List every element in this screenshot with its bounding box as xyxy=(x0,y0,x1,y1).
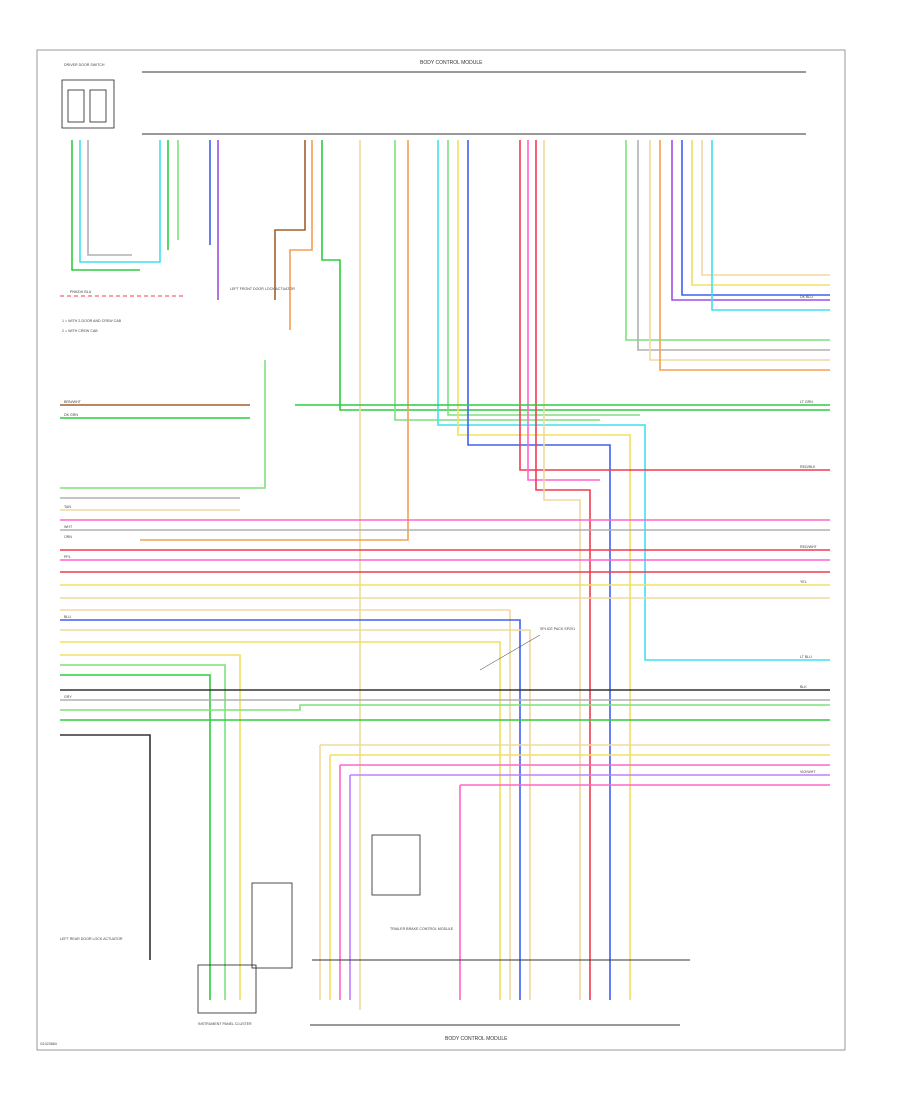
top-vertical-wires xyxy=(71,140,830,1010)
left-bottom-box xyxy=(197,964,257,1014)
wire-label-lt-blue: LT BLU xyxy=(800,655,812,659)
left-label-brown-white: BRN/WHT xyxy=(64,400,82,404)
wire-label-yellow: YEL xyxy=(800,580,807,584)
left-label-blue: BLU xyxy=(64,615,71,619)
left-label-white: WHT xyxy=(64,525,73,529)
wire-label-violet-white: VIO/WHT xyxy=(800,770,816,774)
left-label-tan: TAN xyxy=(64,505,71,509)
left-bottom-small-box xyxy=(251,882,293,969)
left-label-gray: GRY xyxy=(64,695,72,699)
wire-label-red-white: RED/WHT xyxy=(800,545,818,549)
switch-element-2 xyxy=(89,89,107,123)
left-label-dk-green: DK GRN xyxy=(64,413,78,417)
left-bottom-actuator-label: LEFT REAR DOOR LOCK ACTUATOR xyxy=(60,937,123,941)
bottom-module-title: BODY CONTROL MODULE xyxy=(445,1036,508,1042)
figure-id: G1023884 xyxy=(40,1042,57,1046)
left-label-purple: PPL xyxy=(64,555,71,559)
left-label-orange: ORN xyxy=(64,535,72,539)
legend-dashed-label: PNK/DK BLU xyxy=(70,290,92,294)
wire-label-lt-green: LT GRN xyxy=(800,400,813,404)
switch-element-1 xyxy=(67,89,85,123)
diagram-frame xyxy=(36,49,846,1051)
splice-leader xyxy=(479,634,541,671)
center-switch-box xyxy=(371,834,421,896)
center-switch-label: TRAILER BRAKE CONTROL MODULE xyxy=(390,927,454,931)
wire-label-red-black: RED/BLK xyxy=(800,465,816,469)
left-top-switch-box xyxy=(61,79,115,129)
note-1: 1 = WITH 2-DOOR AND CREW CAB xyxy=(62,319,122,323)
top-module-title: BODY CONTROL MODULE xyxy=(420,60,483,66)
horizontal-wires xyxy=(60,360,830,1000)
wire-label-dk-blue: DK BLU xyxy=(800,295,813,299)
left-bottom-box-label: INSTRUMENT PANEL CLUSTER xyxy=(198,1022,252,1026)
note-2: 2 = WITH CREW CAB xyxy=(62,329,98,333)
splice-note: SPLICE PACK SP201 xyxy=(540,627,575,631)
wire-label-black: BLK xyxy=(800,685,807,689)
mid-module-label: LEFT FRONT DOOR LOCK ACTUATOR xyxy=(230,287,295,291)
left-top-switch-label: DRIVER DOOR SWITCH xyxy=(64,63,105,67)
